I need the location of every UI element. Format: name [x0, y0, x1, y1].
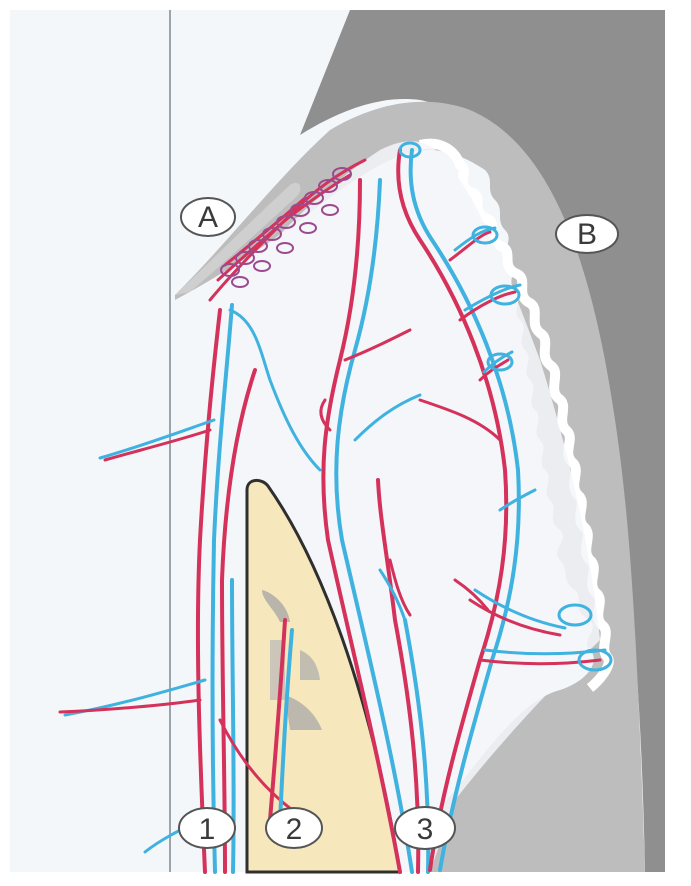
label-2: 2 — [266, 808, 322, 848]
label-a: A — [181, 198, 235, 236]
label-2-text: 2 — [286, 813, 303, 846]
label-3: 3 — [395, 807, 455, 849]
label-3-text: 3 — [417, 813, 434, 846]
label-b: B — [556, 215, 618, 253]
label-1-text: 1 — [199, 813, 216, 846]
label-b-text: B — [577, 218, 597, 251]
label-a-text: A — [198, 201, 218, 234]
label-1: 1 — [179, 808, 235, 848]
